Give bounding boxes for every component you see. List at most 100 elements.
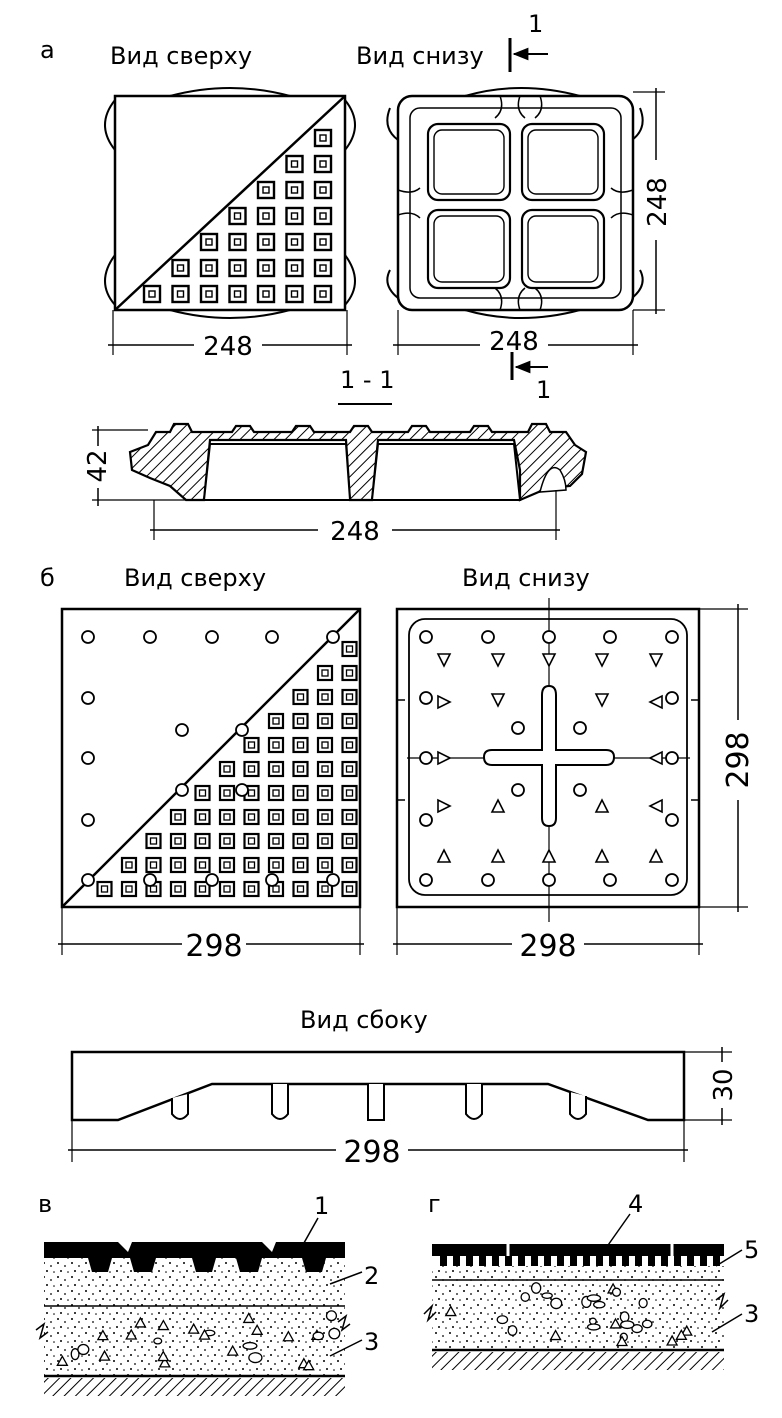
side-view-title: Вид сбоку — [300, 1006, 428, 1034]
dim-b-top-width-value: 298 — [185, 929, 242, 964]
dim-b-height: 298 — [699, 604, 756, 912]
stud — [120, 856, 138, 874]
support-triangle — [648, 750, 663, 766]
stud-core — [321, 717, 329, 725]
stud — [145, 856, 162, 874]
dim-b-bottom-width: 298 — [393, 907, 703, 964]
stud — [316, 712, 334, 730]
tile-b-bottom-supports — [419, 630, 679, 887]
stud — [313, 206, 333, 226]
stud-core — [205, 264, 213, 272]
stud-core — [321, 813, 329, 821]
dim-a-top-width-value: 248 — [203, 332, 253, 362]
callout-g-3: 3 — [744, 1300, 759, 1328]
support-triangle — [490, 693, 506, 708]
stud — [256, 180, 276, 200]
stud-core — [223, 861, 231, 869]
stud-core — [262, 290, 270, 298]
stud — [243, 808, 260, 826]
stud-core — [296, 837, 305, 845]
stud-core — [174, 837, 182, 845]
stud-core — [198, 885, 207, 893]
tile-b-bottom-view — [395, 598, 701, 922]
stud-core — [174, 885, 182, 893]
support-circle — [481, 873, 495, 887]
stud — [341, 640, 358, 658]
dim-side-width: 298 — [68, 1120, 688, 1170]
stud-core — [223, 885, 231, 893]
stud — [228, 206, 247, 226]
support-triangle — [594, 693, 610, 708]
stud — [674, 1256, 681, 1266]
dim-a-top-width: 248 — [108, 310, 352, 362]
stud-core — [223, 789, 231, 797]
stud-core — [174, 813, 182, 821]
stud-core — [319, 186, 327, 194]
layer-v-aggregate — [56, 1310, 341, 1371]
stud-core — [296, 741, 305, 749]
stud — [199, 232, 219, 252]
support-circle — [419, 630, 433, 644]
stud-core — [321, 669, 329, 677]
stud — [313, 232, 333, 252]
callout-v-3: 3 — [364, 1328, 379, 1356]
hole — [143, 630, 157, 644]
stud — [285, 206, 304, 226]
pebble — [631, 1324, 643, 1334]
stud — [228, 284, 247, 304]
support-triangle — [437, 750, 452, 766]
stud-core — [296, 765, 305, 773]
stud-core — [198, 837, 207, 845]
stone — [98, 1349, 111, 1361]
stud — [292, 760, 309, 778]
pebble — [520, 1292, 531, 1302]
stud — [267, 808, 285, 826]
stud-core — [345, 861, 354, 869]
stud-core — [321, 861, 329, 869]
stud-core — [321, 789, 329, 797]
tile-b-top-studs — [96, 640, 358, 898]
stud — [243, 856, 260, 874]
stud-core — [149, 861, 158, 869]
support-circle — [542, 873, 556, 887]
support-triangle — [436, 653, 452, 668]
support-circle — [511, 783, 525, 797]
stud — [171, 284, 190, 304]
stud — [341, 664, 358, 682]
stud-core — [262, 264, 270, 272]
support-circle — [419, 751, 433, 765]
panel-a: а Вид сверху Вид снизу 1 — [40, 10, 673, 547]
tile-a-bottom-view — [386, 87, 644, 319]
stud-core — [272, 837, 280, 845]
dim-side-width-value: 298 — [343, 1135, 400, 1170]
stud — [169, 856, 187, 874]
hole — [265, 630, 279, 644]
stud-core — [345, 669, 354, 677]
stud-core — [321, 885, 329, 893]
stud-core — [205, 290, 213, 298]
panel-b-top-view-title: Вид сверху — [124, 564, 266, 592]
stud-core — [290, 238, 299, 246]
stud-core — [174, 861, 182, 869]
support-triangle — [594, 653, 610, 668]
stud-core — [233, 264, 242, 272]
stud — [243, 880, 260, 898]
stud-core — [272, 717, 280, 725]
stud — [341, 760, 358, 778]
dim-a-height: 248 — [633, 88, 673, 314]
dim-b-height-value: 298 — [721, 731, 756, 788]
stone — [242, 1312, 255, 1324]
stud-core — [345, 693, 354, 701]
pebble — [77, 1343, 90, 1356]
stud — [218, 880, 236, 898]
stud-core — [319, 264, 327, 272]
stud — [661, 1256, 668, 1266]
stone — [666, 1334, 679, 1346]
stud-core — [198, 789, 207, 797]
panel-b-bottom-view-title: Вид снизу — [462, 564, 590, 592]
stud — [505, 1256, 512, 1266]
stone — [675, 1328, 688, 1340]
hole — [81, 691, 95, 705]
support-circle — [542, 630, 556, 644]
